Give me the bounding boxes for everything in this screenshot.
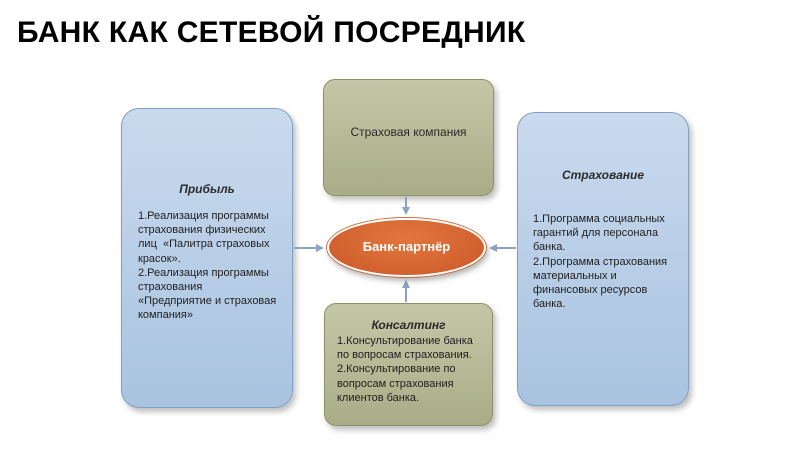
consulting-box: Консалтинг 1.Консультирование банка по в… xyxy=(324,303,493,426)
profit-line: красок». xyxy=(138,252,181,265)
profit-line: страхования xyxy=(138,281,203,294)
profit-line: лиц «Палитра страховых xyxy=(138,238,270,251)
insurance-line: банка. xyxy=(533,298,566,311)
insurance-line: 1.Программа социальных xyxy=(533,213,665,225)
profit-box: Прибыль 1.Реализация программы страхован… xyxy=(121,108,293,408)
bank-partner-node: Банк-партнёр xyxy=(327,218,486,277)
profit-line: 2.Реализация программы xyxy=(138,266,269,279)
consulting-list: 1.Консультирование банка по вопросам стр… xyxy=(337,334,473,405)
profit-heading: Прибыль xyxy=(179,182,235,196)
insurance-line: финансовых ресурсов xyxy=(533,284,648,297)
profit-line: «Предприятие и страховая xyxy=(138,295,277,308)
insurance-company-label: Страховая компания xyxy=(350,125,467,139)
consulting-line: 2.Консультирование по xyxy=(337,363,456,376)
bank-partner-label: Банк-партнёр xyxy=(362,239,451,254)
insurance-line: гарантий для персонала xyxy=(533,227,659,240)
consulting-line: по вопросам страхования. xyxy=(337,349,472,362)
consulting-heading: Консалтинг xyxy=(371,318,446,332)
insurance-line: банка. xyxy=(533,241,566,254)
profit-list: 1.Реализация программы страхования физич… xyxy=(138,209,276,323)
insurance-line: 2.Программа страхования xyxy=(533,255,668,268)
slide-title: БАНК КАК СЕТЕВОЙ ПОСРЕДНИК xyxy=(17,16,526,49)
insurance-box: Страхование 1.Программа социальных гаран… xyxy=(517,112,689,406)
consulting-line: вопросам страхования xyxy=(337,377,454,390)
insurance-line: материальных и xyxy=(533,269,617,282)
insurance-list: 1.Программа социальных гарантий для перс… xyxy=(533,212,667,311)
consulting-line: клиентов банка. xyxy=(337,391,420,404)
profit-line: компания» xyxy=(138,309,193,322)
insurance-company-box: Страховая компания xyxy=(323,79,494,196)
profit-line: страхования физических xyxy=(138,224,266,237)
insurance-heading: Страхование xyxy=(561,168,645,182)
profit-line: 1.Реализация программы xyxy=(138,210,269,222)
consulting-line: 1.Консультирование банка xyxy=(337,335,473,347)
